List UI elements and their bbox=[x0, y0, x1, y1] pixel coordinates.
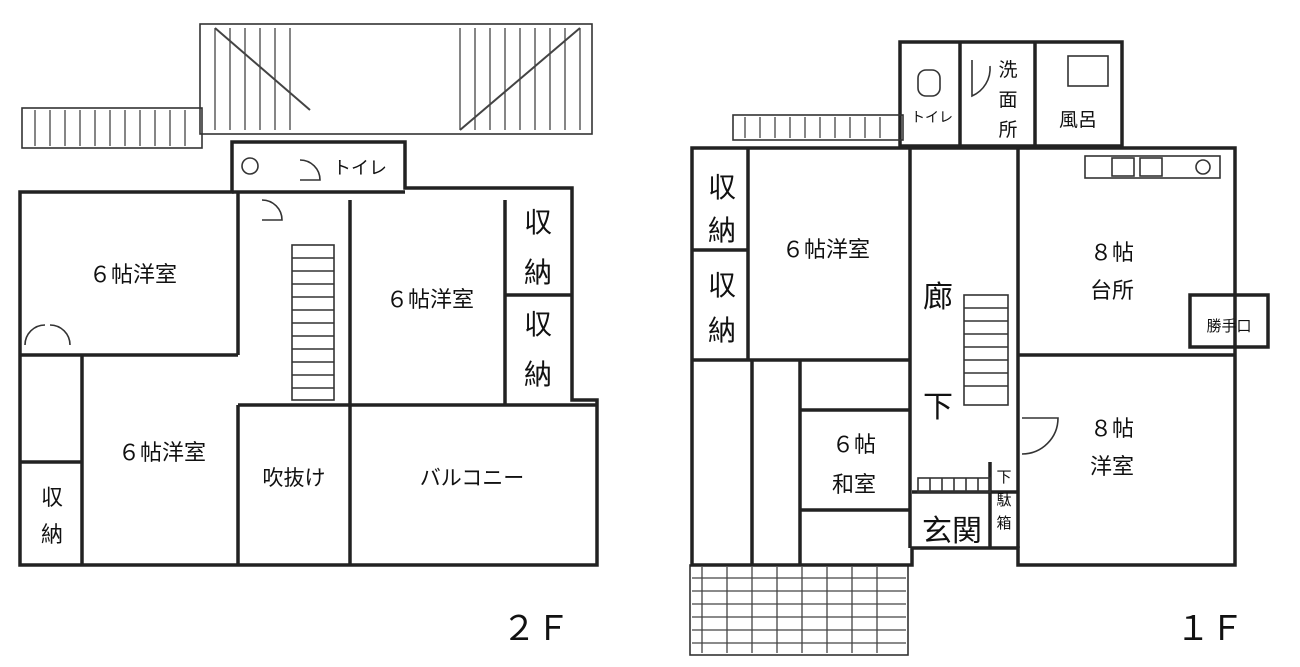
floor2-storage-1-label-a: 収 bbox=[524, 206, 552, 239]
floor2-floor-label: ２Ｆ bbox=[502, 609, 570, 649]
floor2-roof-hatch bbox=[21, 23, 593, 149]
floor1-hallway-label-b: 下 bbox=[923, 390, 953, 425]
floor1-washitsu-label: 和室 bbox=[832, 473, 876, 498]
floor1-kitchen-size-label: ８帖 bbox=[1090, 241, 1134, 266]
floor1-bathtub bbox=[1067, 55, 1109, 87]
floor2-storage-1-label-b: 納 bbox=[524, 256, 552, 289]
floor1-storage-2-label-b: 納 bbox=[708, 314, 736, 347]
floor2-balcony-label: バルコニー bbox=[420, 466, 525, 490]
floor2-storage-2-label-b: 納 bbox=[524, 358, 552, 391]
floor1-storage-2-label-a: 収 bbox=[708, 269, 736, 302]
floor1-wash-label-c: 所 bbox=[998, 119, 1017, 141]
floor1-room-e-label: 洋室 bbox=[1090, 455, 1134, 480]
floor2-storage-3-label-b: 納 bbox=[41, 523, 63, 548]
floor1-bath-label: 風呂 bbox=[1059, 109, 1097, 131]
floor1-wash-door-arc bbox=[971, 60, 991, 98]
floor1-hallway-label-a: 廊 bbox=[923, 280, 953, 315]
floor2-toilet-fixture bbox=[241, 157, 259, 175]
floor1-railing-hatch bbox=[689, 114, 909, 656]
floor1-toilet-label: トイレ bbox=[911, 110, 953, 126]
floor1-door-arc bbox=[1021, 417, 1059, 455]
floor1-room-e-size-label: ８帖 bbox=[1090, 417, 1134, 442]
floor1-floor-label: １Ｆ bbox=[1176, 609, 1244, 649]
floor1-shoebox-label-a: 下 bbox=[996, 468, 1011, 486]
floor2-plan: ６帖洋室 ６帖洋室 ６帖洋室 吹抜け バルコニー トイレ 収 納 収 納 収 納… bbox=[18, 23, 599, 649]
floor1-toilet-fixture bbox=[917, 69, 941, 97]
floor2-stairs bbox=[291, 244, 335, 401]
floor1-wash-label-a: 洗 bbox=[998, 59, 1017, 81]
floor1-kitchen-label: 台所 bbox=[1090, 279, 1134, 304]
floor2-double-door bbox=[24, 324, 71, 346]
floor1-back-door-frame bbox=[1188, 293, 1270, 349]
floor2-door-arc bbox=[261, 199, 283, 221]
floor1-room-w-label: ６帖洋室 bbox=[782, 238, 870, 263]
floor2-fukinuke-label: 吹抜け bbox=[263, 466, 326, 490]
floor1-washitsu-size-label: ６帖 bbox=[832, 433, 876, 458]
floor2-room-nw-label: ６帖洋室 bbox=[89, 263, 177, 288]
floor1-wash-label-b: 面 bbox=[998, 89, 1017, 111]
floor1-stairs bbox=[917, 294, 1009, 493]
floor2-storage-3-label-a: 収 bbox=[41, 486, 63, 511]
floor2-storage-2-label-a: 収 bbox=[524, 308, 552, 341]
floor2-toilet-label: トイレ bbox=[333, 158, 387, 179]
floor1-wet-area-wall bbox=[898, 40, 1124, 148]
floor2-room-sw-label: ６帖洋室 bbox=[118, 441, 206, 466]
floor2-toilet-door-arc bbox=[299, 159, 321, 181]
floor1-shoebox-label-b: 駄 bbox=[996, 491, 1011, 509]
floor1-plan: ６帖洋室 ８帖 台所 ８帖 洋室 ６帖 和室 廊 下 玄関 下 駄 箱 トイレ … bbox=[689, 40, 1270, 656]
floor1-storage-1-label-b: 納 bbox=[708, 214, 736, 247]
floor1-kitchen-counter bbox=[1084, 155, 1221, 179]
floor2-room-ne-label: ６帖洋室 bbox=[386, 288, 474, 313]
floor1-storage-1-label-a: 収 bbox=[708, 171, 736, 204]
floor1-shoebox-label-c: 箱 bbox=[996, 514, 1011, 532]
floor1-entrance-label: 玄関 bbox=[922, 514, 982, 549]
floor2-outer-wall bbox=[18, 140, 599, 567]
floor1-back-door-label: 勝手口 bbox=[1206, 317, 1251, 335]
